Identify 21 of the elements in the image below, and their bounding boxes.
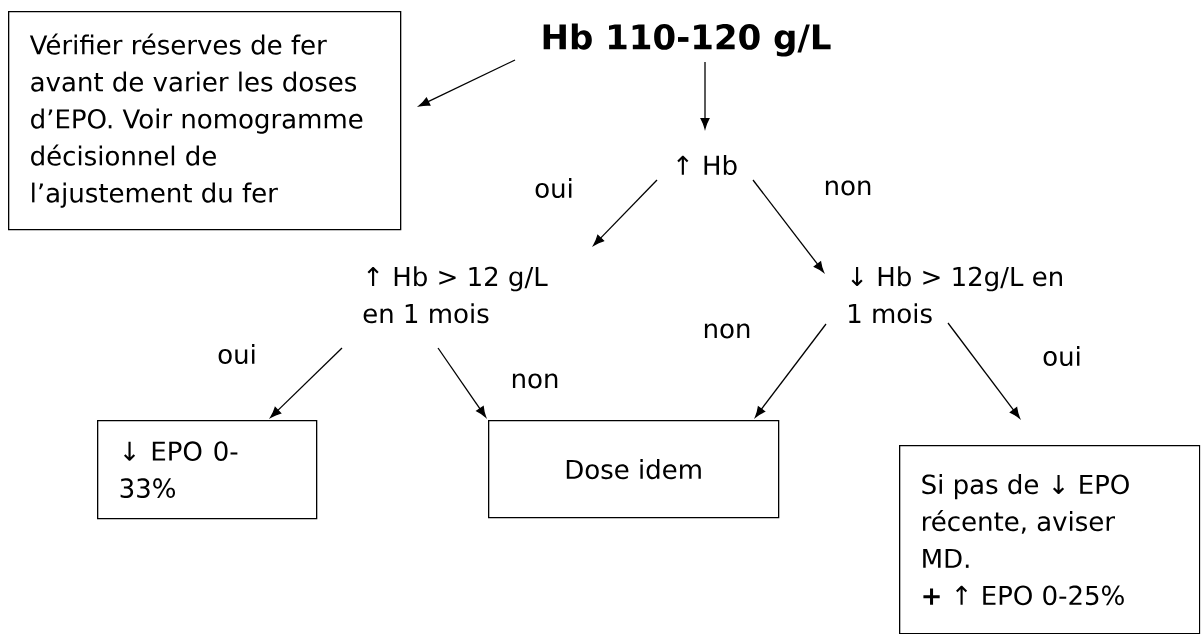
arrow <box>418 59 516 107</box>
note-box: Vérifier réserves de fer avant de varier les doses d’EPO. Voir nomogramme décisionnel de l’ajustement du fer <box>8 11 402 231</box>
edge-label: non <box>508 371 562 391</box>
edge-label: oui <box>1040 343 1084 369</box>
arrow <box>437 347 487 418</box>
decision-text: ↑ Hb <box>677 154 737 176</box>
arrow <box>593 179 658 246</box>
arrow <box>947 322 1021 419</box>
edge-label: oui <box>215 341 259 367</box>
result-box: Si pas de ↓ EPO récente, aviser MD. + ↑ EPO 0-25% <box>899 445 1201 634</box>
arrow <box>270 347 343 418</box>
arrow <box>700 61 710 130</box>
edge-label: oui <box>532 175 576 201</box>
result-box: ↓ EPO 0-33% <box>97 420 318 520</box>
decision-text: ↑ Hb > 12 g/L en 1 mois <box>363 266 548 324</box>
arrow <box>752 179 825 273</box>
edge-label: non <box>821 178 875 198</box>
heading: Hb 110-120 g/L <box>543 23 831 57</box>
arrow <box>754 323 827 418</box>
edge-label: non <box>700 321 754 341</box>
result-box: Dose idem <box>488 420 780 519</box>
